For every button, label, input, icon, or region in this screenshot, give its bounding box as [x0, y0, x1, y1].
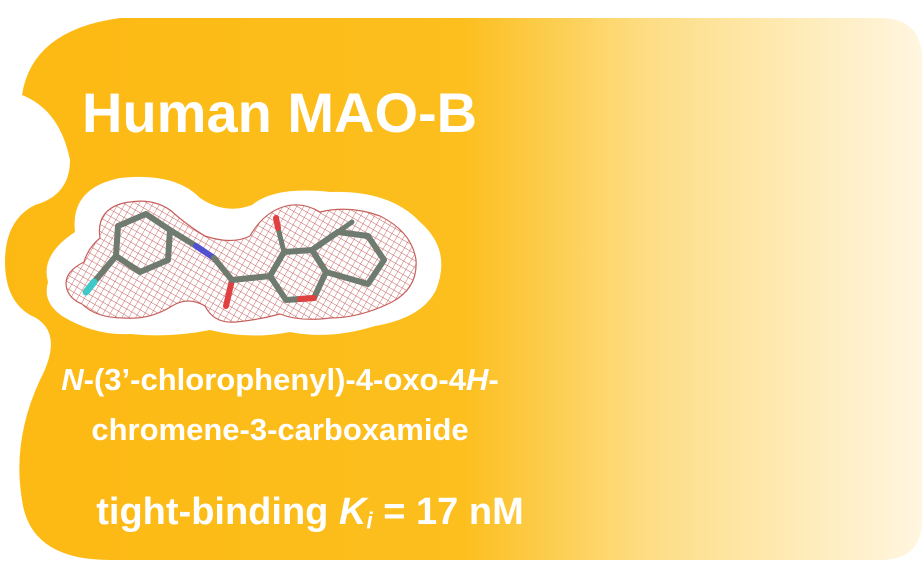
electron-density-mesh-icon [65, 200, 417, 323]
compound-n-prefix: N [61, 362, 84, 397]
binding-prefix: tight-binding [96, 491, 339, 533]
golden-panel [5, 18, 922, 560]
compound-h-italic: H [466, 362, 489, 397]
compound-name-suffix: - [488, 362, 499, 397]
k-symbol: K [338, 491, 367, 533]
k-subscript: i [366, 507, 373, 534]
molecule-structure-icon [82, 211, 387, 309]
compound-name-middle: -(3’-chlorophenyl)-4-oxo-4 [83, 362, 466, 397]
compound-name-line-1: N-(3’-chlorophenyl)-4-oxo-4H- [0, 362, 560, 398]
compound-name-line-2: chromene-3-carboxamide [91, 412, 469, 447]
page-title: Human MAO-B [82, 81, 478, 144]
binding-value: = 17 nM [372, 491, 524, 533]
binding-constant: tight-binding Ki = 17 nM [0, 490, 620, 543]
